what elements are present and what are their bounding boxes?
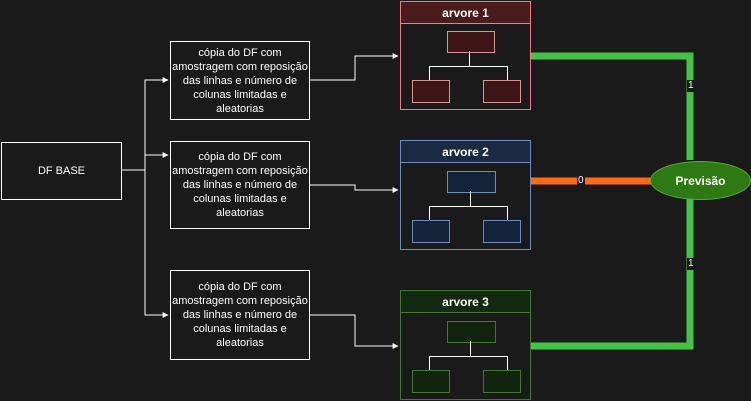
tree-1-branch [429,66,508,67]
edge-label-tree-3: 1 [687,258,695,270]
connector-sample-2-to-tree-2 [310,184,399,193]
tree-3-left-leaf [412,370,450,393]
tree-2-root-node [447,171,496,193]
tree-1-trunk [469,51,470,66]
tree-2-title: arvore 2 [401,141,530,163]
edge-label-tree-2: 0 [577,175,585,187]
df-base-label: DF BASE [37,165,86,177]
tree-2-branch [429,206,508,207]
tree-1-left-stem [429,66,430,80]
tree-3-trunk [470,341,471,356]
df-base-box: DF BASE [1,142,122,200]
sample-box-1: cópia do DF com amostragem com reposição… [170,41,310,120]
tree-3-root-node [447,321,496,343]
tree-2-container: arvore 2 [400,140,531,250]
connector-sample-1-to-tree-1 [310,53,399,81]
tree-3-right-stem [507,356,508,370]
tree-1-title: arvore 1 [401,2,530,24]
tree-2-right-stem [507,206,508,220]
sample-box-3: cópia do DF com amostragem com reposição… [170,270,310,360]
tree-3-container: arvore 3 [400,290,531,400]
tree-1-left-leaf [412,80,450,103]
tree-1-container: arvore 1 [400,1,531,110]
tree-3-left-stem [429,356,430,370]
tree-3-branch [429,356,508,357]
edge-label-tree-1: 1 [687,80,695,92]
tree-2-left-leaf [412,220,450,243]
tree-2-left-stem [429,206,430,220]
connector-base-to-sample-2 [122,152,169,171]
tree-3-right-leaf [483,370,521,393]
sample-label: cópia do DF com amostragem com reposição… [172,151,308,219]
connector-tree-3-to-prediction [531,198,694,350]
connector-tree-1-to-prediction [531,52,694,160]
sample-box-2: cópia do DF com amostragem com reposição… [170,141,310,229]
prediction-node: Previsão [650,161,751,200]
tree-3-title: arvore 3 [401,291,530,313]
prediction-label: Previsão [675,173,726,188]
tree-2-right-leaf [483,220,521,243]
tree-1-right-stem [507,66,508,80]
sample-label: cópia do DF com amostragem com reposição… [172,46,308,115]
connector-sample-3-to-tree-3 [310,314,399,349]
tree-1-root-node [447,31,495,53]
tree-1-right-leaf [483,80,521,103]
tree-2-trunk [470,191,471,206]
sample-label: cópia do DF com amostragem com reposição… [172,281,308,349]
connector-base-to-sample-3 [122,169,169,318]
